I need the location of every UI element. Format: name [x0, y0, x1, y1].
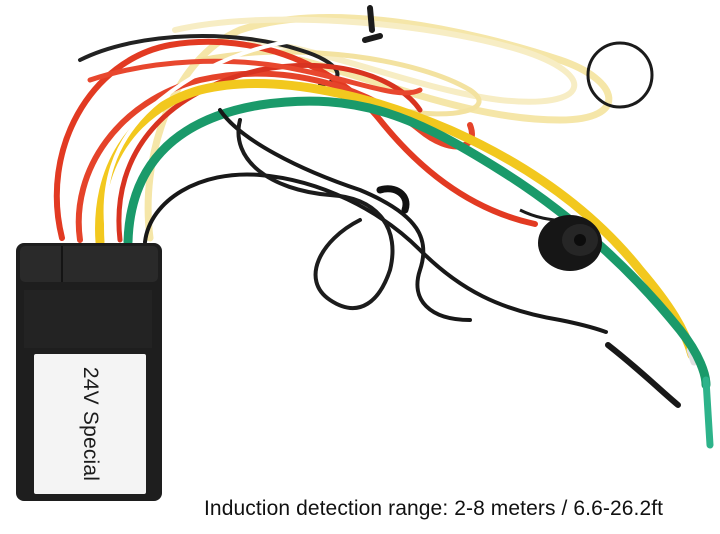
red-wire-bundle — [53, 38, 538, 243]
range-caption: Induction detection range: 2-8 meters / … — [204, 497, 664, 520]
cream-wire-bundle — [144, 14, 613, 242]
buzzer — [519, 208, 602, 271]
white-wire — [103, 38, 302, 244]
green-wire — [123, 96, 714, 449]
module-label-text: 24V Special — [79, 366, 102, 482]
module-label — [34, 354, 146, 494]
black-wire-knot — [143, 108, 681, 408]
